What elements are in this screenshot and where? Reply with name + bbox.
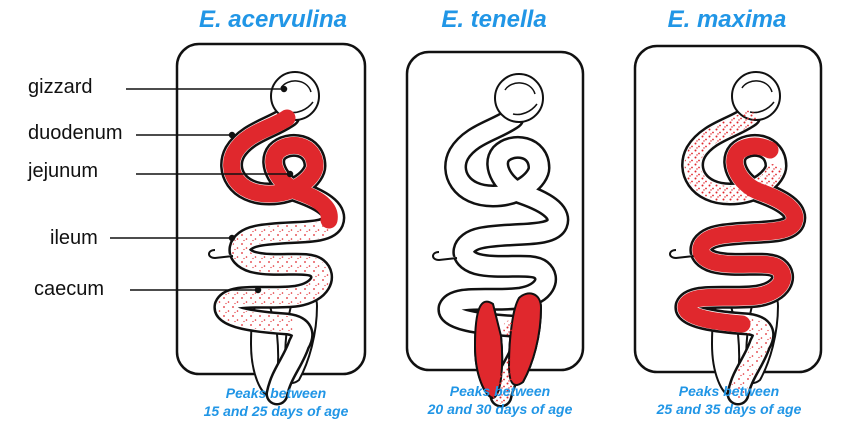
- caption-acervulina-line1: Peaks between: [186, 384, 366, 402]
- caption-acervulina-line2: 15 and 25 days of age: [186, 402, 366, 420]
- panel-acervulina: [110, 44, 365, 396]
- caption-maxima-line1: Peaks between: [634, 382, 824, 400]
- panel-tenella: [407, 52, 583, 398]
- caption-maxima: Peaks between 25 and 35 days of age: [634, 382, 824, 418]
- caption-tenella-line1: Peaks between: [410, 382, 590, 400]
- panel-maxima: [635, 46, 821, 396]
- caption-tenella: Peaks between 20 and 30 days of age: [410, 382, 590, 418]
- caption-tenella-line2: 20 and 30 days of age: [410, 400, 590, 418]
- caption-acervulina: Peaks between 15 and 25 days of age: [186, 384, 366, 420]
- caption-maxima-line2: 25 and 35 days of age: [634, 400, 824, 418]
